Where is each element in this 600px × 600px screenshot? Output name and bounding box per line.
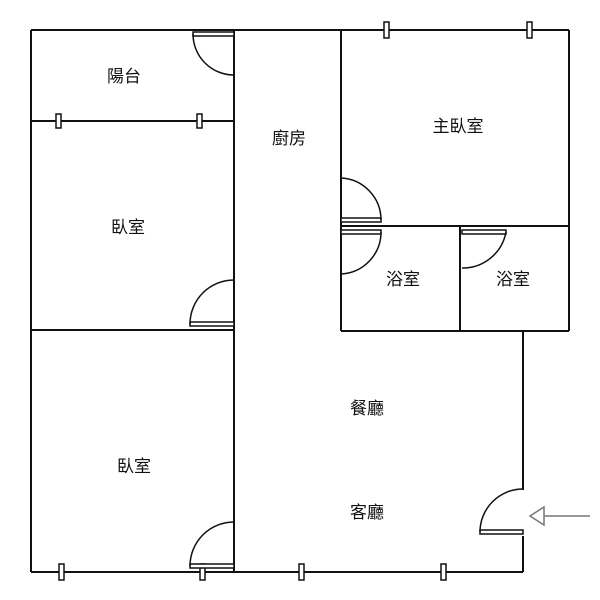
door-swing-icon [461,229,507,269]
walls [30,29,570,573]
window-icon [440,563,447,581]
door-swing-icon [189,279,235,327]
room-label-balcony: 陽台 [107,67,141,87]
room-label-dining-room: 餐廳 [350,399,384,419]
doors [189,31,524,569]
door-swing-icon [340,177,382,223]
window-icon [298,563,305,581]
door-swing-icon [340,229,382,275]
room-label-bathroom: 浴室 [496,270,530,290]
window-icon [526,21,533,39]
room-label-master-bedroom: 主臥室 [433,117,484,137]
window-icon [55,113,62,129]
window-icon [196,113,203,129]
room-label-bathroom: 浴室 [386,270,420,290]
room-label-bedroom: 臥室 [117,457,151,477]
door-swing-icon [192,31,235,76]
windows [55,21,533,581]
room-label-bedroom: 臥室 [111,218,145,238]
arrow-left-icon [528,505,590,527]
window-icon [383,21,390,39]
door-swing-icon [189,521,235,569]
room-label-kitchen: 廚房 [272,128,306,149]
window-icon [58,563,65,581]
door-swing-icon [479,488,524,535]
room-label-living-room: 客廳 [350,503,384,523]
